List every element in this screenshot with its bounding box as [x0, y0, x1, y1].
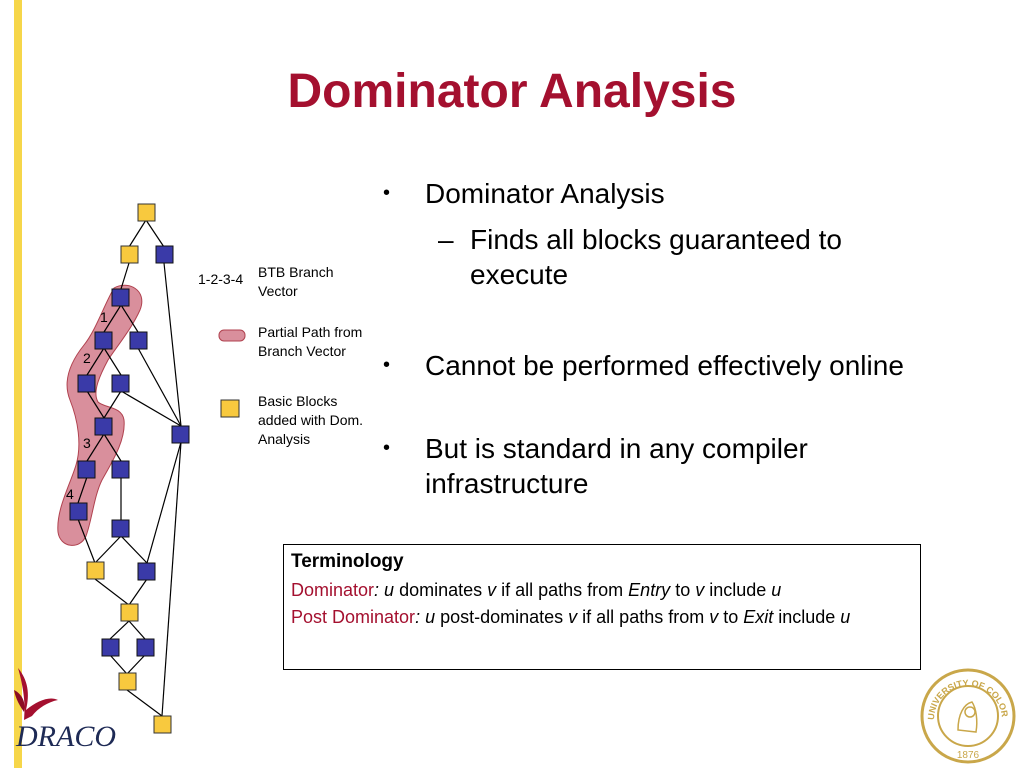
terminology-box: Terminology Dominator: u dominates v if … — [283, 544, 921, 670]
legend-basic-label: Basic Blocks added with Dom. Analysis — [258, 393, 364, 447]
var-u: u — [425, 607, 436, 627]
path-label-3: 3 — [83, 435, 91, 451]
var-v: v — [709, 607, 719, 627]
colon: : — [374, 580, 385, 600]
var-v: v — [695, 580, 705, 600]
exit-word: Exit — [743, 607, 774, 627]
legend-vector-code: 1-2-3-4 — [198, 271, 244, 287]
node-yellow — [86, 561, 105, 580]
legend-vector-label: BTB Branch Vector — [258, 264, 334, 299]
bullet-dot-icon: • — [383, 354, 391, 376]
entry-word: Entry — [628, 580, 671, 600]
bullet-text: Dominator Analysis — [425, 178, 665, 209]
post-dominator-definition: Post Dominator: u post-dominates v if al… — [291, 604, 913, 631]
node-blue — [77, 374, 96, 393]
slide-side-bar — [14, 0, 22, 768]
def-text: include — [773, 607, 841, 627]
node-yellow — [153, 715, 172, 734]
node-blue — [69, 502, 88, 521]
terminology-heading: Terminology — [291, 551, 404, 572]
cfg-diagram: 1 2 3 4 — [57, 203, 246, 734]
dominator-term: Dominator — [291, 580, 375, 600]
bullet-text: But is standard in any compiler infrastr… — [425, 433, 808, 499]
colon: : — [415, 607, 426, 627]
node-blue — [171, 425, 190, 444]
var-v: v — [568, 607, 578, 627]
path-label-1: 1 — [100, 309, 108, 325]
var-u: u — [771, 580, 782, 600]
node-blue — [94, 331, 113, 350]
node-blue — [111, 460, 130, 479]
node-yellow — [120, 603, 139, 622]
seal-year: 1876 — [957, 750, 980, 761]
node-yellow — [120, 245, 139, 264]
university-seal-logo: UNIVERSITY OF COLORADO 1876 — [920, 668, 1016, 764]
node-blue — [101, 638, 120, 657]
var-u: u — [840, 607, 851, 627]
dash-icon: – — [438, 224, 454, 255]
def-text: if all paths from — [577, 607, 710, 627]
legend-partial-swatch — [218, 329, 246, 342]
node-blue — [129, 331, 148, 350]
path-label-2: 2 — [83, 350, 91, 366]
node-blue — [111, 288, 130, 307]
node-blue — [111, 519, 130, 538]
var-u: u — [384, 580, 395, 600]
node-blue — [136, 638, 155, 657]
def-text: if all paths from — [496, 580, 629, 600]
def-text: post-dominates — [435, 607, 569, 627]
def-text: to — [718, 607, 744, 627]
partial-path-highlight — [57, 284, 143, 546]
node-blue — [94, 417, 113, 436]
draco-logo: DRACO — [14, 668, 116, 753]
legend-partial-label: Partial Path from Branch Vector — [258, 324, 363, 359]
node-yellow — [118, 672, 137, 691]
post-dominator-term: Post Dominator — [291, 607, 416, 627]
var-v: v — [487, 580, 497, 600]
bullet-dot-icon: • — [383, 182, 391, 204]
sub-bullet-text: Finds all blocks guaranteed to execute — [470, 224, 842, 290]
node-blue — [111, 374, 130, 393]
legend-basic-swatch — [220, 399, 240, 418]
draco-logo-text: DRACO — [15, 720, 116, 753]
def-text: to — [670, 580, 696, 600]
dominator-definition: Dominator: u dominates v if all paths fr… — [291, 577, 913, 604]
node-yellow — [137, 203, 156, 222]
node-blue — [155, 245, 174, 264]
bullet-text: Cannot be performed effectively online — [425, 350, 904, 381]
bullet-dot-icon: • — [383, 437, 391, 459]
def-text: include — [704, 580, 772, 600]
node-blue — [77, 460, 96, 479]
slide-title: Dominator Analysis — [287, 65, 737, 118]
node-blue — [137, 562, 156, 581]
path-label-4: 4 — [66, 486, 74, 502]
def-text: dominates — [394, 580, 488, 600]
